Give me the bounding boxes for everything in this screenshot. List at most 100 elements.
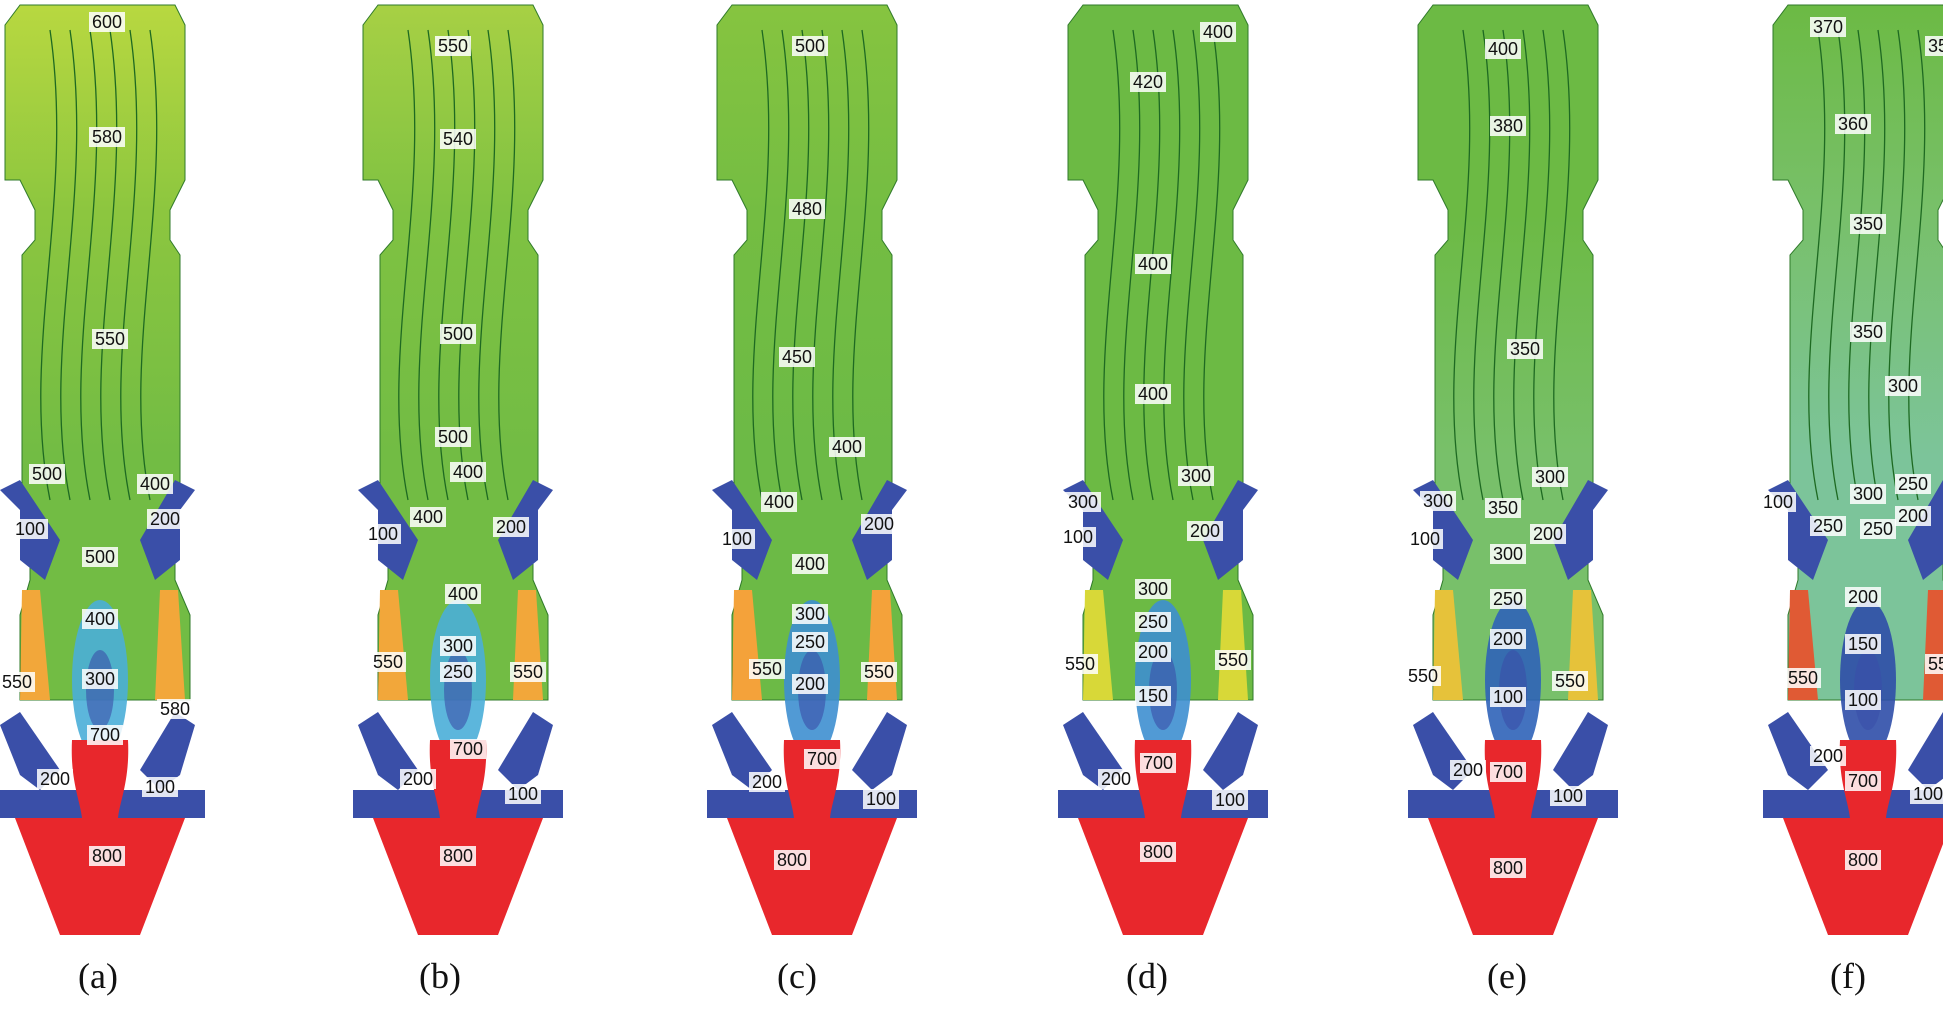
lower-inlet-left bbox=[1768, 712, 1828, 790]
contour-label-bg bbox=[1140, 842, 1176, 862]
contour-label-bg bbox=[1810, 746, 1846, 766]
contour-label: 550 bbox=[1928, 654, 1943, 674]
panel-caption: (f) bbox=[1830, 956, 1866, 996]
contour-label: 200 bbox=[752, 772, 782, 792]
contour-label: 350 bbox=[1510, 339, 1540, 359]
contour-label: 400 bbox=[85, 609, 115, 629]
contour-label-bg bbox=[861, 514, 897, 534]
contour-line bbox=[1848, 29, 1866, 501]
contour-label: 800 bbox=[1143, 842, 1173, 862]
contour-label: 250 bbox=[1813, 516, 1843, 536]
contour-label-bg bbox=[82, 547, 118, 567]
contour-label: 600 bbox=[92, 12, 122, 32]
contour-label: 370 bbox=[1813, 17, 1843, 37]
contour-label-bg bbox=[157, 699, 193, 719]
contour-line bbox=[478, 29, 496, 501]
contour-line bbox=[60, 29, 78, 501]
contour-label-bg bbox=[1910, 784, 1943, 804]
contour-label-bg bbox=[1845, 587, 1881, 607]
contour-label-bg bbox=[1490, 116, 1526, 136]
contour-label-bg bbox=[1885, 376, 1921, 396]
contour-label: 700 bbox=[1143, 753, 1173, 773]
contour-label: 200 bbox=[1190, 521, 1220, 541]
contour-line bbox=[812, 29, 830, 501]
contour-label-bg bbox=[1178, 466, 1214, 486]
contour-label-bg bbox=[0, 672, 35, 692]
contour-label-bg bbox=[365, 524, 401, 544]
contour-label: 400 bbox=[1138, 254, 1168, 274]
bottom-hopper bbox=[373, 818, 543, 935]
contour-label: 350 bbox=[1853, 322, 1883, 342]
contour-label-bg bbox=[445, 584, 481, 604]
contour-label-bg bbox=[1405, 666, 1441, 686]
contour-label: 700 bbox=[90, 725, 120, 745]
contour-label-bg bbox=[1135, 686, 1171, 706]
hot-jet bbox=[1134, 740, 1192, 818]
contour-label: 550 bbox=[95, 329, 125, 349]
contour-label-bg bbox=[1098, 769, 1134, 789]
contour-label-bg bbox=[1530, 524, 1566, 544]
contour-label-bg bbox=[440, 846, 476, 866]
bottom-hopper bbox=[1783, 818, 1943, 935]
contour-label: 500 bbox=[32, 464, 62, 484]
contour-label: 400 bbox=[140, 474, 170, 494]
contour-label: 300 bbox=[1535, 467, 1565, 487]
lower-inlet-right bbox=[140, 712, 195, 790]
contour-label: 300 bbox=[443, 636, 473, 656]
panel-caption: (e) bbox=[1487, 956, 1527, 996]
contour-line bbox=[752, 29, 770, 501]
contour-label: 100 bbox=[1063, 527, 1093, 547]
contour-label: 100 bbox=[866, 789, 896, 809]
contour-label: 800 bbox=[443, 846, 473, 866]
contour-label-bg bbox=[1135, 254, 1171, 274]
contour-label-bg bbox=[792, 674, 828, 694]
contour-label-bg bbox=[89, 127, 125, 147]
contour-label: 700 bbox=[1848, 771, 1878, 791]
contour-label: 400 bbox=[448, 584, 478, 604]
contour-label-bg bbox=[1860, 519, 1896, 539]
contour-label-bg bbox=[89, 12, 125, 32]
contour-line bbox=[1908, 29, 1926, 501]
contour-label-bg bbox=[774, 850, 810, 870]
contour-label: 400 bbox=[1138, 384, 1168, 404]
contour-label-bg bbox=[749, 772, 785, 792]
contour-label-bg bbox=[12, 519, 48, 539]
contour-label-bg bbox=[1552, 671, 1588, 691]
contour-label-bg bbox=[435, 36, 471, 56]
contour-label: 250 bbox=[795, 632, 825, 652]
lower-inlet-left bbox=[712, 712, 772, 790]
contour-label-bg bbox=[804, 749, 840, 769]
contour-label: 350 bbox=[1488, 498, 1518, 518]
contour-label: 550 bbox=[752, 659, 782, 679]
contour-label: 300 bbox=[1181, 466, 1211, 486]
contour-line bbox=[120, 29, 138, 501]
contour-label: 100 bbox=[368, 524, 398, 544]
contour-label: 100 bbox=[1913, 784, 1943, 804]
contour-label-bg bbox=[1135, 384, 1171, 404]
contour-label: 300 bbox=[1423, 491, 1453, 511]
contour-label-bg bbox=[792, 36, 828, 56]
hot-side-left bbox=[378, 590, 408, 700]
contour-label: 550 bbox=[373, 652, 403, 672]
contour-label: 550 bbox=[1218, 650, 1248, 670]
contour-label-bg bbox=[1065, 492, 1101, 512]
contour-label: 550 bbox=[1788, 668, 1818, 688]
contour-label: 550 bbox=[2, 672, 32, 692]
contour-label-bg bbox=[1490, 629, 1526, 649]
contour-label: 400 bbox=[1488, 39, 1518, 59]
contour-label-bg bbox=[1895, 506, 1931, 526]
contour-label: 200 bbox=[1101, 769, 1131, 789]
contour-label: 200 bbox=[795, 674, 825, 694]
contour-label: 480 bbox=[792, 199, 822, 219]
contour-label: 420 bbox=[1133, 72, 1163, 92]
contour-label-bg bbox=[493, 517, 529, 537]
contour-label-bg bbox=[1490, 687, 1526, 707]
contour-label-bg bbox=[719, 529, 755, 549]
contour-label: 100 bbox=[1763, 492, 1793, 512]
lower-inlet-right bbox=[1908, 712, 1943, 790]
contour-label: 400 bbox=[1203, 22, 1233, 42]
contour-label: 250 bbox=[1138, 612, 1168, 632]
